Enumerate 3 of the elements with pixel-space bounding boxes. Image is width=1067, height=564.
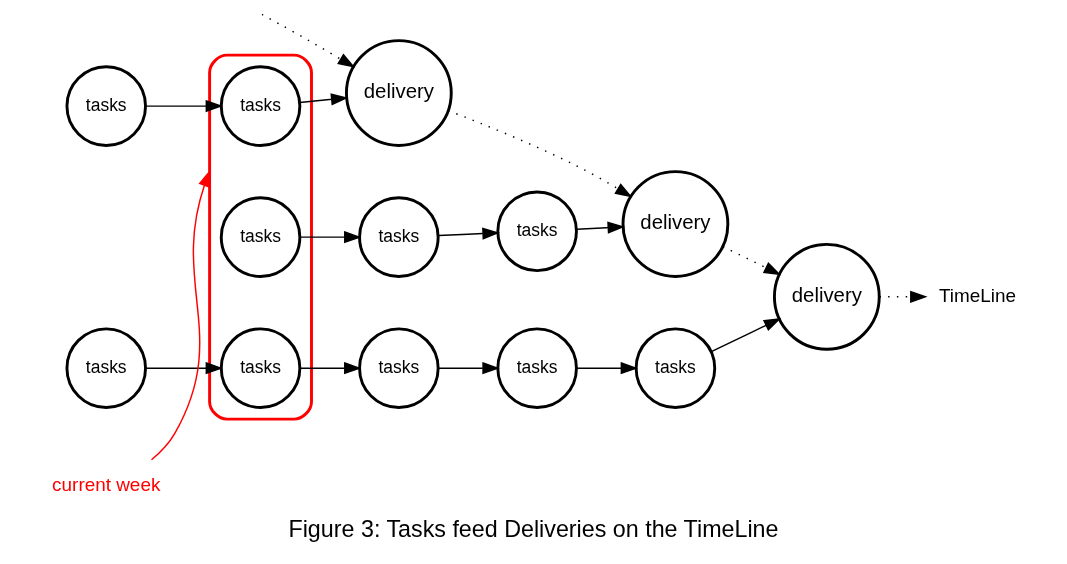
node-text: current week (52, 474, 161, 496)
node-text: TimeLine (938, 284, 1017, 306)
caption: Figure 3: Tasks feed Deliveries on the TimeLine (288, 515, 779, 542)
